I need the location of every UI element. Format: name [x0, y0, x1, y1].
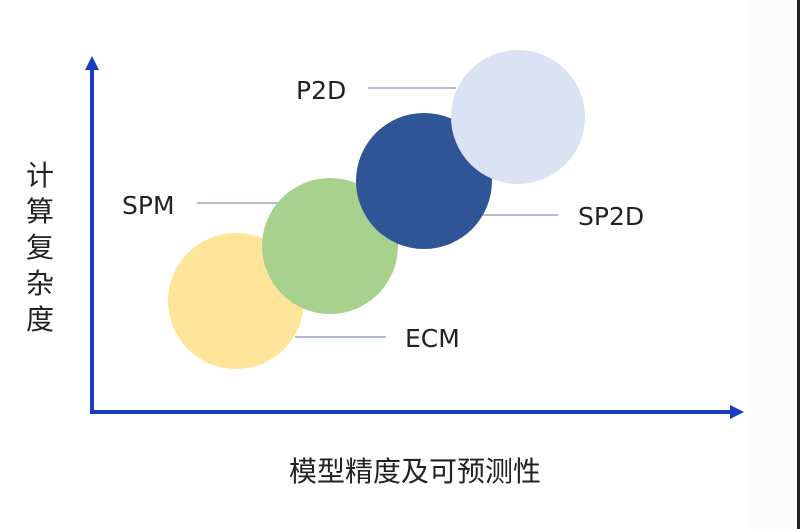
circle-sp2d [356, 113, 492, 249]
x-axis-arrow [730, 405, 744, 419]
y-axis-label: 计算复杂度 [25, 159, 54, 336]
label-spm: SPM [122, 191, 175, 220]
circle-p2d [451, 50, 585, 184]
background-panel [748, 0, 797, 529]
border-line [797, 0, 800, 529]
label-ecm: ECM [405, 324, 460, 353]
y-axis-arrow [85, 56, 99, 70]
x-axis-label: 模型精度及可预测性 [288, 455, 541, 488]
label-sp2d: SP2D [578, 202, 645, 231]
label-p2d: P2D [296, 76, 347, 105]
